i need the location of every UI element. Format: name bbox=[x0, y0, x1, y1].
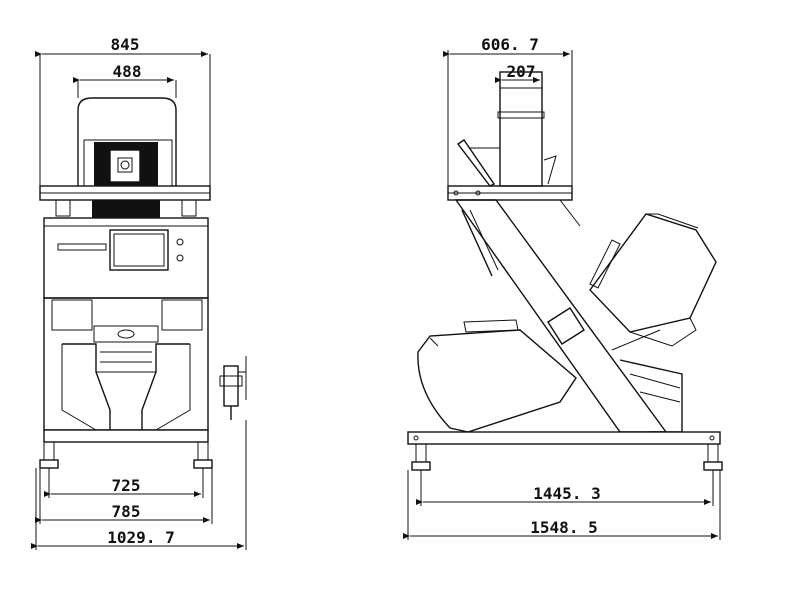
dim-top-width: 845 bbox=[111, 35, 140, 54]
dim-overall-length: 1548. 5 bbox=[530, 518, 597, 537]
touch-screen bbox=[109, 229, 169, 271]
access-hatch bbox=[547, 307, 585, 345]
dim-feet-outer: 785 bbox=[112, 502, 141, 521]
dim-feet-span: 1445. 3 bbox=[533, 484, 600, 503]
dim-top-depth: 606. 7 bbox=[481, 35, 539, 54]
side-view: 606. 7 207 1445. 3 1548. 5 bbox=[403, 35, 723, 540]
side-feet bbox=[411, 443, 723, 471]
dim-hopper-depth: 207 bbox=[507, 62, 536, 81]
dim-hopper-width: 488 bbox=[113, 62, 142, 81]
camera-housing-upper bbox=[589, 213, 717, 351]
front-view: 845 488 725 785 1029. 7 bbox=[31, 35, 247, 550]
dim-overall-width: 1029. 7 bbox=[107, 528, 174, 547]
air-filter-unit bbox=[219, 356, 247, 420]
front-feet bbox=[39, 441, 213, 469]
camera-housing-lower bbox=[417, 319, 577, 433]
hopper-vent-grille bbox=[94, 142, 158, 186]
dim-feet-inner: 725 bbox=[112, 476, 141, 495]
